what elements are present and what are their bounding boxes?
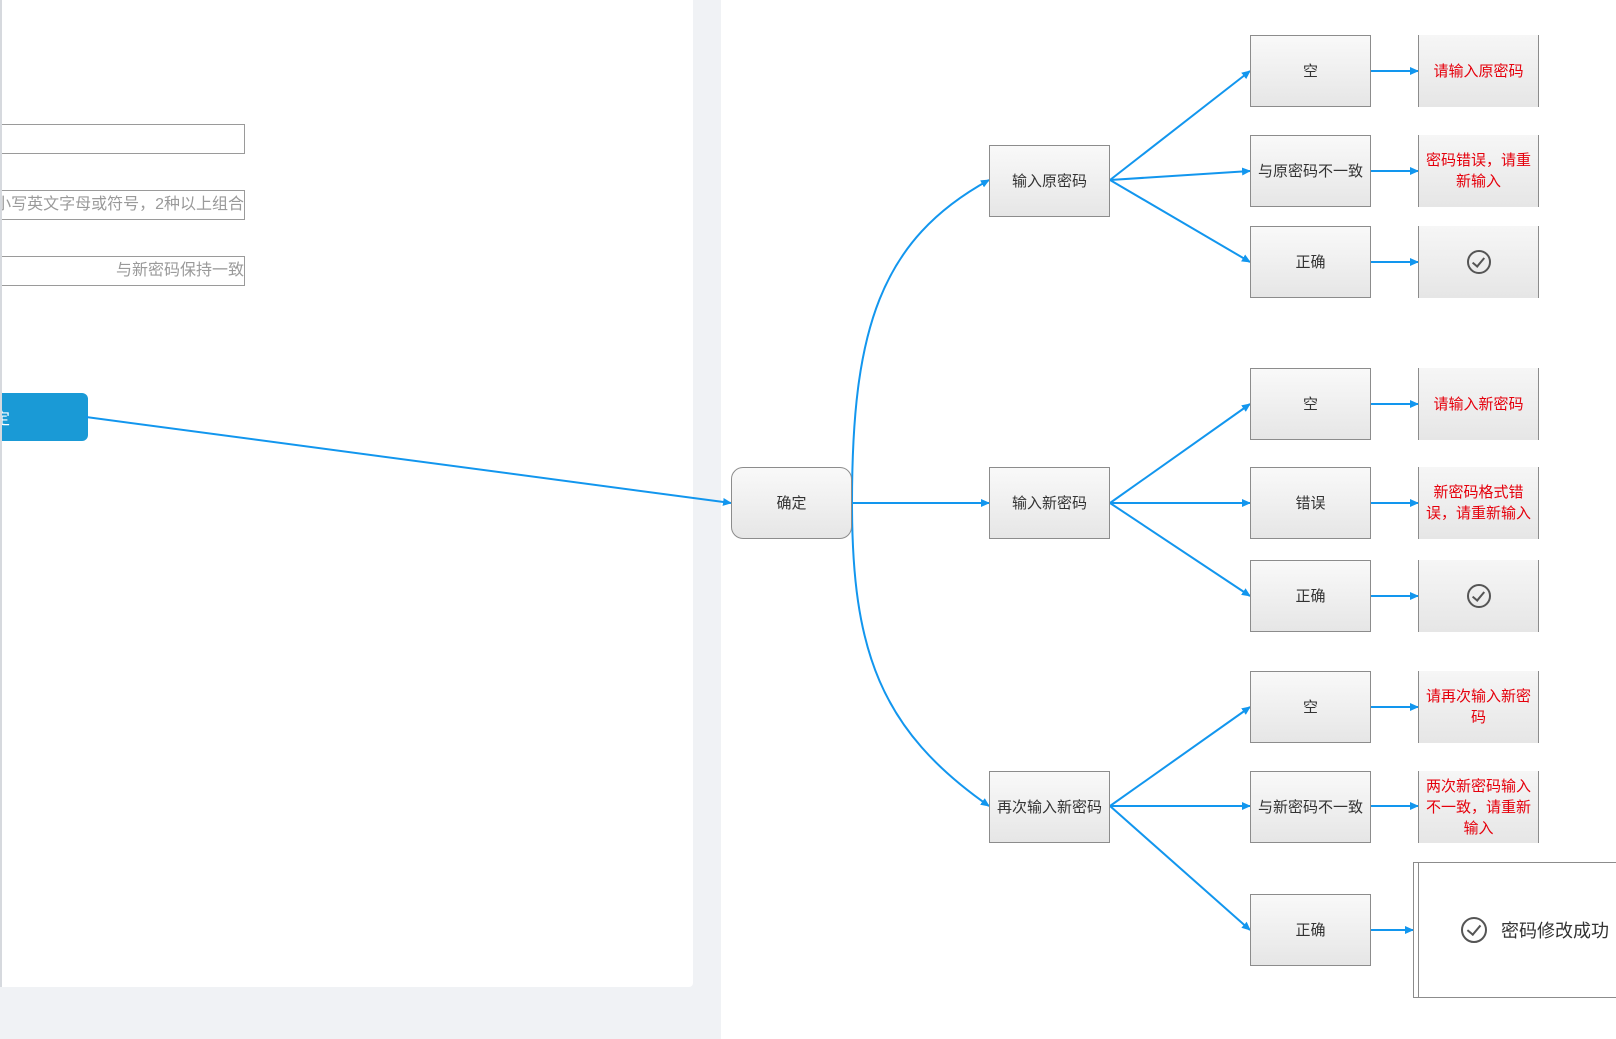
condition-again-empty: 空 [1250, 671, 1371, 743]
condition-label: 与原密码不一致 [1257, 162, 1363, 180]
condition-old-empty: 空 [1250, 35, 1371, 107]
connector-root-to-old [851, 179, 990, 504]
result-text: 请输入新密码 [1433, 395, 1524, 413]
result-again-mismatch: 两次新密码输入不一致，请重新输入 [1418, 771, 1539, 843]
confirm-password-field[interactable] [2, 256, 245, 286]
confirm-password-input[interactable] [2, 257, 244, 285]
condition-new-error: 错误 [1250, 467, 1371, 539]
condition-label: 正确 [1295, 921, 1326, 939]
result-new-correct [1418, 560, 1539, 632]
old-password-field[interactable] [2, 124, 245, 154]
connector-button-to-root [85, 416, 732, 506]
result-again-empty: 请再次输入新密码 [1418, 671, 1539, 743]
branch-old-password: 输入原密码 [989, 145, 1110, 217]
confirm-button-label: 确定 [2, 405, 10, 429]
condition-label: 空 [1302, 62, 1318, 80]
result-text: 请再次输入新密码 [1425, 688, 1531, 726]
password-form-panel: 确定 [0, 0, 693, 987]
branch-label: 输入原密码 [1011, 172, 1087, 190]
result-old-mismatch: 密码错误，请重新输入 [1418, 135, 1539, 207]
condition-label: 正确 [1295, 587, 1326, 605]
connector-root-to-again [851, 502, 990, 807]
condition-new-empty: 空 [1250, 368, 1371, 440]
connector-again-correct [1109, 805, 1251, 931]
check-circle-icon [1466, 584, 1491, 608]
branch-label: 再次输入新密码 [996, 798, 1102, 816]
result-text: 密码错误，请重新输入 [1425, 152, 1531, 190]
connector-old-empty [1109, 70, 1251, 181]
result-text: 新密码格式错误，请重新输入 [1425, 484, 1531, 522]
check-circle-icon [1461, 917, 1487, 943]
result-old-empty: 请输入原密码 [1418, 35, 1539, 107]
connector-old-correct [1109, 179, 1251, 263]
branch-confirm-password: 再次输入新密码 [989, 771, 1110, 843]
success-message: 密码修改成功 [1418, 863, 1616, 997]
result-new-error: 新密码格式错误，请重新输入 [1418, 467, 1539, 539]
result-text: 请输入原密码 [1433, 62, 1524, 80]
condition-label: 空 [1302, 698, 1318, 716]
connector-new-correct [1109, 502, 1251, 597]
condition-new-correct: 正确 [1250, 560, 1371, 632]
result-new-empty: 请输入新密码 [1418, 368, 1539, 440]
branch-new-password: 输入新密码 [989, 467, 1110, 539]
result-text: 两次新密码输入不一致，请重新输入 [1425, 777, 1531, 837]
branch-label: 输入新密码 [1011, 494, 1087, 512]
check-circle-icon [1466, 250, 1491, 274]
success-text: 密码修改成功 [1501, 921, 1609, 941]
confirm-button[interactable]: 确定 [2, 393, 88, 441]
condition-label: 与新密码不一致 [1257, 798, 1363, 816]
condition-label: 正确 [1295, 253, 1326, 271]
connector-old-mismatch [1109, 167, 1251, 181]
new-password-field[interactable] [2, 190, 245, 220]
connector-again-empty [1109, 706, 1251, 807]
old-password-input[interactable] [2, 125, 244, 153]
condition-again-correct: 正确 [1250, 894, 1371, 966]
flow-root-node: 确定 [731, 467, 852, 539]
condition-label: 错误 [1295, 494, 1326, 512]
result-old-correct [1418, 226, 1539, 298]
condition-old-correct: 正确 [1250, 226, 1371, 298]
flow-root-label: 确定 [776, 494, 807, 512]
connector-new-empty [1109, 403, 1251, 504]
condition-again-mismatch: 与新密码不一致 [1250, 771, 1371, 843]
result-again-correct: 密码修改成功 [1413, 862, 1616, 998]
new-password-input[interactable] [2, 191, 244, 219]
condition-old-mismatch: 与原密码不一致 [1250, 135, 1371, 207]
condition-label: 空 [1302, 395, 1318, 413]
